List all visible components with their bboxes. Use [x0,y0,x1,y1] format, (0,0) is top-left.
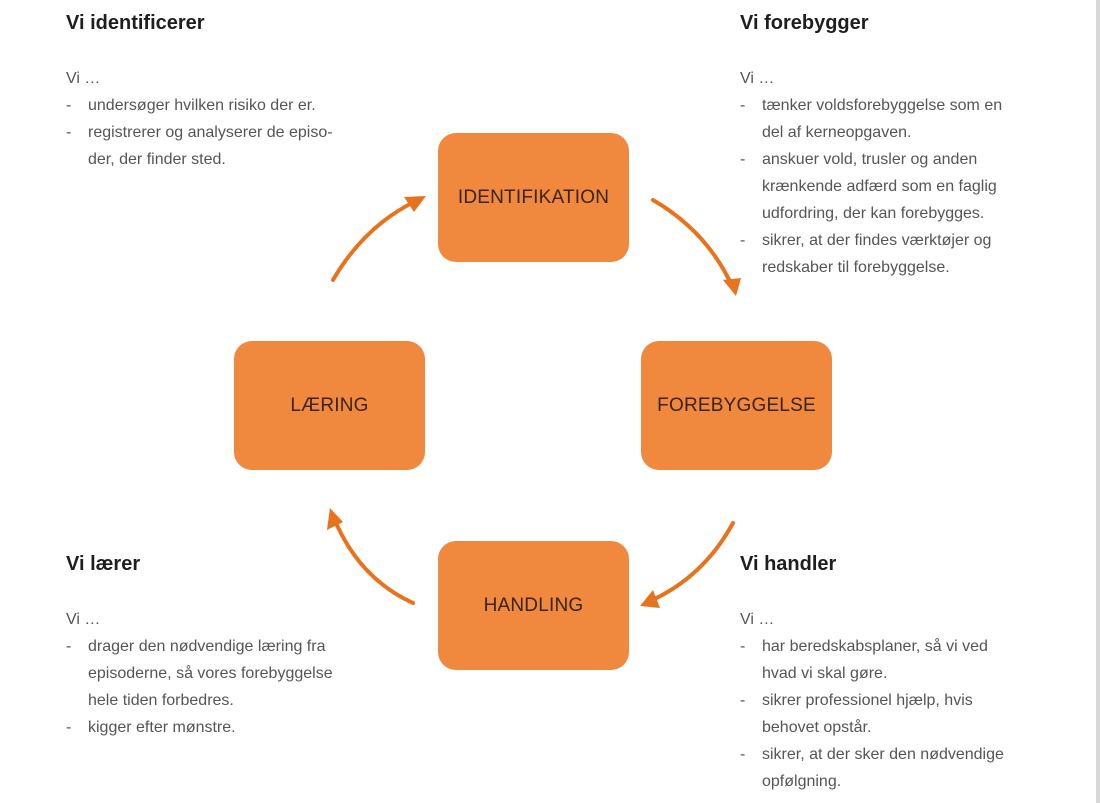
list-item: -drager den nødvendige læring fra episode… [66,633,386,714]
arrow-forebyggelse-to-handling [646,521,735,604]
list-item: -tænker voldsforebyggelse som en del af k… [740,92,1060,146]
section-identify: Vi identificerer Vi … -undersøger hvilken … [66,10,386,173]
item-line: udfordring, der kan forebygges. [762,205,985,222]
item-line: sikrer, at der findes værktøjer og [762,232,992,249]
page-edge [1096,0,1100,803]
box-label: IDENTIFIKATION [457,186,610,208]
bullet-dash: - [66,638,72,655]
item-line: drager den nødvendige læring fra [88,638,326,655]
arrow-handling-to-laering [331,514,415,605]
section-title: Vi identificerer [66,12,205,34]
list-item: -undersøger hvilken risiko der er. [66,92,386,119]
box-identifikation: IDENTIFIKATION [438,133,629,262]
box-forebyggelse: FOREBYGGELSE [641,341,832,470]
list-item: -sikrer, at der findes værktøjer og redsk… [740,227,1060,281]
item-line: episoderne, så vores forebyggelse [88,665,333,682]
box-label: LÆRING [290,394,369,416]
list-item: -sikrer, at der sker den nødvendige opføl… [740,741,1060,795]
item-line: sikrer, at der sker den nødvendige [762,746,1004,763]
section-intro: Vi … [66,611,101,628]
box-handling: HANDLING [438,541,629,670]
bullet-dash: - [740,746,746,763]
item-line: tænker voldsforebyggelse som en [762,97,1003,114]
bullet-dash: - [740,151,746,168]
list-item: -har beredskabsplaner, så vi ved hvad vi … [740,633,1060,687]
section-intro: Vi … [740,70,775,87]
section-title: Vi handler [740,553,837,575]
item-line: redskaber til forebyggelse. [762,259,950,276]
arrowhead-icon [327,508,343,530]
bullet-dash: - [66,97,72,114]
list-item: -registrerer og analyserer de episo-der,… [66,119,386,173]
bullet-dash: - [66,124,72,141]
item-line: registrerer og analyserer de episo- [88,124,333,141]
item-line: undersøger hvilken risiko der er. [88,97,316,114]
section-intro: Vi … [66,70,101,87]
arrow-laering-to-identifikation [331,198,420,282]
bullet-dash: - [740,232,746,249]
item-line: krænkende adfærd som en faglig [762,178,997,195]
box-label: FOREBYGGELSE [657,394,816,416]
item-line: har beredskabsplaner, så vi ved [762,638,988,655]
bullet-dash: - [740,692,746,709]
list-item: -anskuer vold, trusler og anden krænkende… [740,146,1060,227]
item-line: anskuer vold, trusler og anden [762,151,978,168]
list-item: -sikrer professionel hjælp, hvis behovet … [740,687,1060,741]
arrowhead-icon [640,590,660,608]
item-line: kigger efter mønstre. [88,719,236,736]
arrowhead-icon [404,196,426,212]
item-line: del af kerneopgaven. [762,124,912,141]
section-title: Vi forebygger [740,12,869,34]
box-laering: LÆRING [234,341,425,470]
list-item: -kigger efter mønstre. [66,714,386,741]
bullet-dash: - [740,97,746,114]
item-line: behovet opstår. [762,719,872,736]
box-label: HANDLING [483,594,584,616]
arrowhead-icon [723,278,741,296]
item-line: hvad vi skal gøre. [762,665,888,682]
item-line: hele tiden forbedres. [88,692,234,709]
bullet-dash: - [740,638,746,655]
item-line: der, der finder sted. [88,151,226,168]
section-intro: Vi … [740,611,775,628]
arrow-identifikation-to-forebyggelse [651,198,735,290]
bullet-dash: - [66,719,72,736]
section-title: Vi lærer [66,553,141,575]
item-line: opfølgning. [762,773,842,790]
item-line: sikrer professionel hjælp, hvis [762,692,973,709]
